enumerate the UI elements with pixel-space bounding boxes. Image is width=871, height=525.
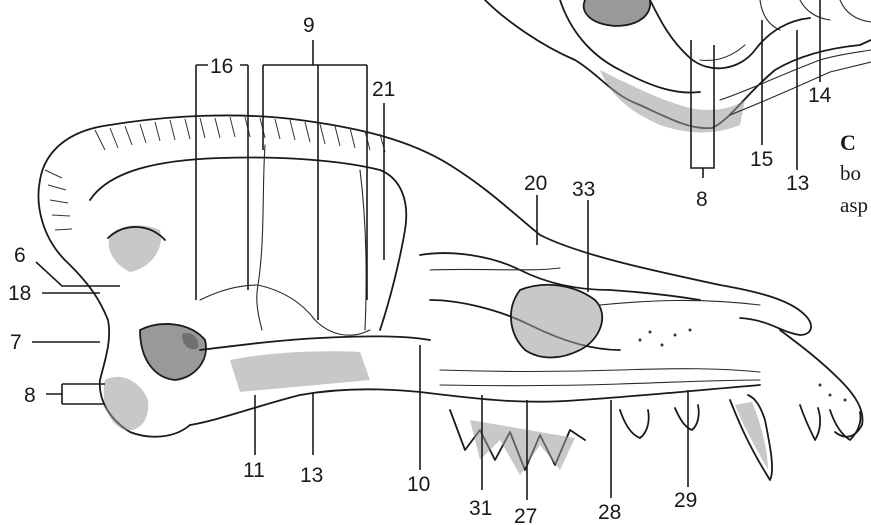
label-10: 10 bbox=[407, 473, 430, 496]
label-11: 11 bbox=[243, 459, 265, 482]
label-20: 20 bbox=[524, 172, 547, 195]
label-33: 33 bbox=[572, 178, 595, 201]
label-14: 14 bbox=[808, 84, 832, 107]
label-28: 28 bbox=[598, 501, 621, 524]
skull-lateral-view bbox=[39, 115, 863, 480]
label-16: 16 bbox=[210, 55, 233, 78]
label-8-left: 8 bbox=[24, 384, 36, 407]
label-27: 27 bbox=[514, 505, 537, 525]
caption-fragment: C bo asp bbox=[840, 130, 868, 217]
label-31: 31 bbox=[469, 497, 492, 520]
label-9: 9 bbox=[303, 14, 315, 37]
caption-line-1: bo bbox=[840, 161, 861, 185]
caption-line-2: asp bbox=[840, 193, 868, 217]
label-7: 7 bbox=[10, 331, 22, 354]
label-21: 21 bbox=[372, 78, 395, 101]
caption-letter: C bbox=[840, 130, 856, 155]
label-29: 29 bbox=[674, 489, 697, 512]
upper-skull-fragment bbox=[485, 0, 871, 133]
label-13-top: 13 bbox=[786, 172, 809, 195]
label-6: 6 bbox=[14, 244, 26, 267]
label-8-top: 8 bbox=[696, 188, 708, 211]
label-13-bottom: 13 bbox=[300, 464, 323, 487]
label-15: 15 bbox=[750, 148, 773, 171]
label-18: 18 bbox=[8, 282, 31, 305]
